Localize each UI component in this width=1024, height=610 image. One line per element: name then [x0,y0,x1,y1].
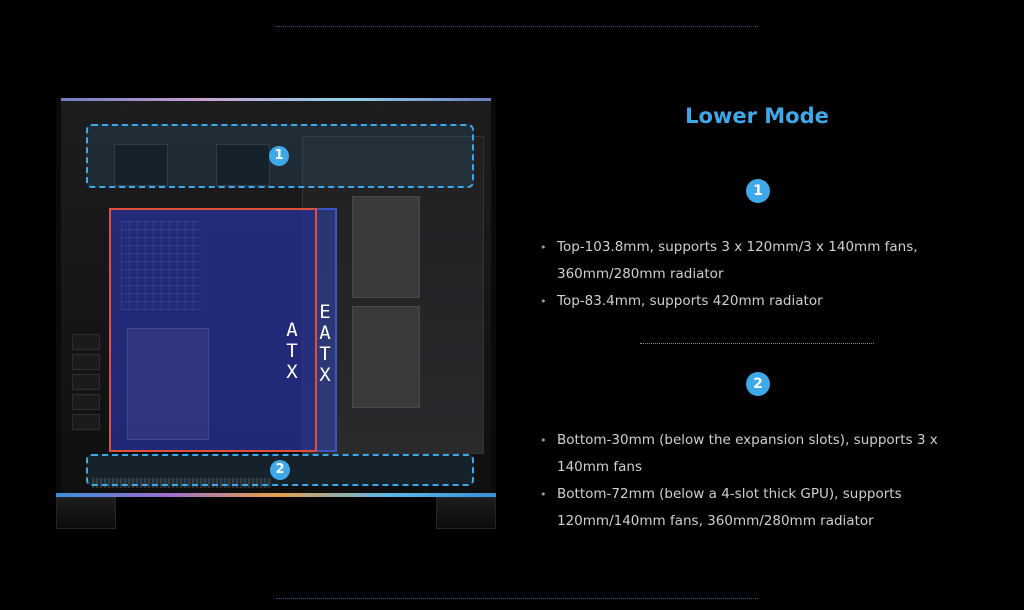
top-divider-line [276,26,758,27]
top-fan-mount [114,144,168,186]
list-item: Top-103.8mm, supports 3 x 120mm/3 x 140m… [540,234,980,288]
section-2-bullet-list: Bottom-30mm (below the expansion slots),… [540,427,990,535]
eatx-label: E ATX [319,301,331,386]
chipset-area [127,328,209,440]
section-2-number-badge: 2 [746,372,770,396]
zone-badge-1: 1 [269,146,289,166]
case-foot-left [56,497,116,529]
expansion-slot [72,414,100,430]
section-1-bullet-list: Top-103.8mm, supports 3 x 120mm/3 x 140m… [540,234,980,315]
case-pillar-right [491,98,496,496]
atx-label: ATX [286,319,298,383]
list-item: Bottom-72mm (below a 4-slot thick GPU), … [540,481,990,535]
expansion-slot [72,374,100,390]
expansion-slot [72,394,100,410]
rgb-strip-top [56,98,496,101]
case-pillar-left [56,98,61,496]
zone-badge-2: 2 [270,460,290,480]
section-title: Lower Mode [685,104,829,128]
section-divider [640,343,874,344]
top-fan-mount [216,144,270,186]
list-item: Top-83.4mm, supports 420mm radiator [540,288,980,315]
drive-panel [352,306,420,408]
eatx-board-extension [317,208,337,452]
atx-board-area [109,208,317,452]
rgb-strip-bottom [56,493,496,497]
list-item: Bottom-30mm (below the expansion slots),… [540,427,990,481]
cpu-socket-area [121,220,201,310]
section-1-number-badge: 1 [746,179,770,203]
case-diagram-image: ATX E ATX 1 2 [56,98,496,534]
expansion-slot [72,354,100,370]
bottom-divider-line [276,598,758,599]
case-foot-right [436,497,496,529]
drive-panel [352,196,420,298]
expansion-slot [72,334,100,350]
bottom-vent [92,478,272,488]
